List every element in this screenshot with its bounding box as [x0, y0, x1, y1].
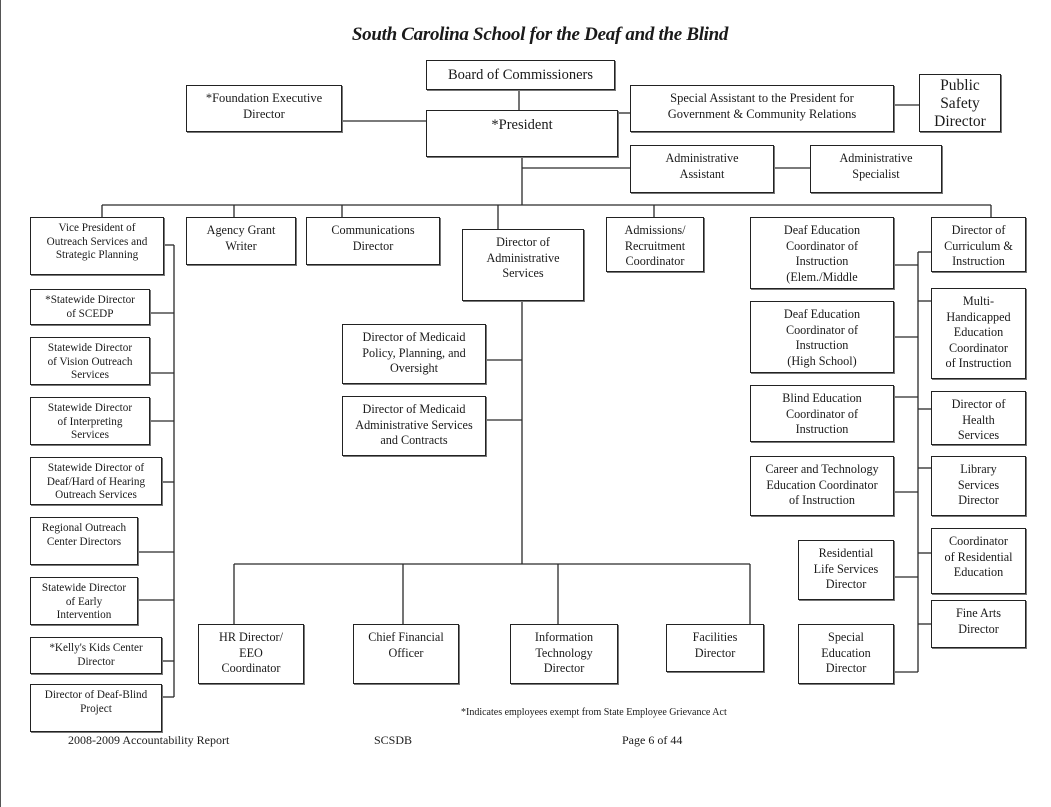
chart-title: South Carolina School for the Deaf and t… [351, 24, 729, 45]
curriculum-director-box: Director of Curriculum & Instruction [931, 217, 1026, 272]
curriculum-report-box: Coordinator of Residential Education [931, 528, 1026, 594]
footer-page: Page 6 of 44 [622, 733, 683, 747]
curriculum-coordinator-box: Deaf Education Coordinator of Instructio… [750, 301, 894, 373]
admissions-coordinator-box: Admissions/ Recruitment Coordinator [606, 217, 704, 272]
outreach-box: *Statewide Director of SCEDP [30, 289, 150, 325]
medicaid-director-box: Director of Medicaid Policy, Planning, a… [342, 324, 486, 384]
board-of-commissioners-box: Board of Commissioners [426, 60, 615, 90]
curriculum-report-box: Fine Arts Director [931, 600, 1026, 648]
admin-report-box: Information Technology Director [510, 624, 618, 684]
vp-outreach-box: Vice President of Outreach Services and … [30, 217, 164, 275]
special-assistant-box: Special Assistant to the President for G… [630, 85, 894, 132]
footer-report: 2008-2009 Accountability Report [68, 733, 230, 747]
outreach-box: Statewide Director of Vision Outreach Se… [30, 337, 150, 385]
medicaid-director-box: Director of Medicaid Administrative Serv… [342, 396, 486, 456]
curriculum-report-box: Multi- Handicapped Education Coordinator… [931, 288, 1026, 379]
outreach-box: Statewide Director of Early Intervention [30, 577, 138, 625]
administrative-assistant-box: Administrative Assistant [630, 145, 774, 193]
curriculum-coordinator-box: Residential Life Services Director [798, 540, 894, 600]
admin-report-box: HR Director/ EEO Coordinator [198, 624, 304, 684]
outreach-box: Statewide Director of Deaf/Hard of Heari… [30, 457, 162, 505]
page-edge [0, 0, 1, 807]
outreach-box: *Kelly's Kids Center Director [30, 637, 162, 674]
outreach-box: Director of Deaf-Blind Project [30, 684, 162, 732]
curriculum-coordinator-box: Career and Technology Education Coordina… [750, 456, 894, 516]
curriculum-report-box: Director of Health Services [931, 391, 1026, 445]
outreach-box: Regional Outreach Center Directors [30, 517, 138, 565]
public-safety-director-box: Public Safety Director [919, 74, 1001, 132]
outreach-box: Statewide Director of Interpreting Servi… [30, 397, 150, 445]
curriculum-coordinator-box: Blind Education Coordinator of Instructi… [750, 385, 894, 442]
admin-services-director-box: Director of Administrative Services [462, 229, 584, 301]
grant-writer-box: Agency Grant Writer [186, 217, 296, 265]
curriculum-coordinator-box: Special Education Director [798, 624, 894, 684]
administrative-specialist-box: Administrative Specialist [810, 145, 942, 193]
curriculum-report-box: Library Services Director [931, 456, 1026, 516]
communications-director-box: Communications Director [306, 217, 440, 265]
admin-report-box: Chief Financial Officer [353, 624, 459, 684]
admin-report-box: Facilities Director [666, 624, 764, 672]
curriculum-coordinator-box: Deaf Education Coordinator of Instructio… [750, 217, 894, 289]
footer-agency: SCSDB [374, 733, 413, 747]
exempt-note: *Indicates employees exempt from State E… [461, 707, 727, 718]
foundation-director-box: *Foundation Executive Director [186, 85, 342, 132]
president-box: *President [426, 110, 618, 157]
